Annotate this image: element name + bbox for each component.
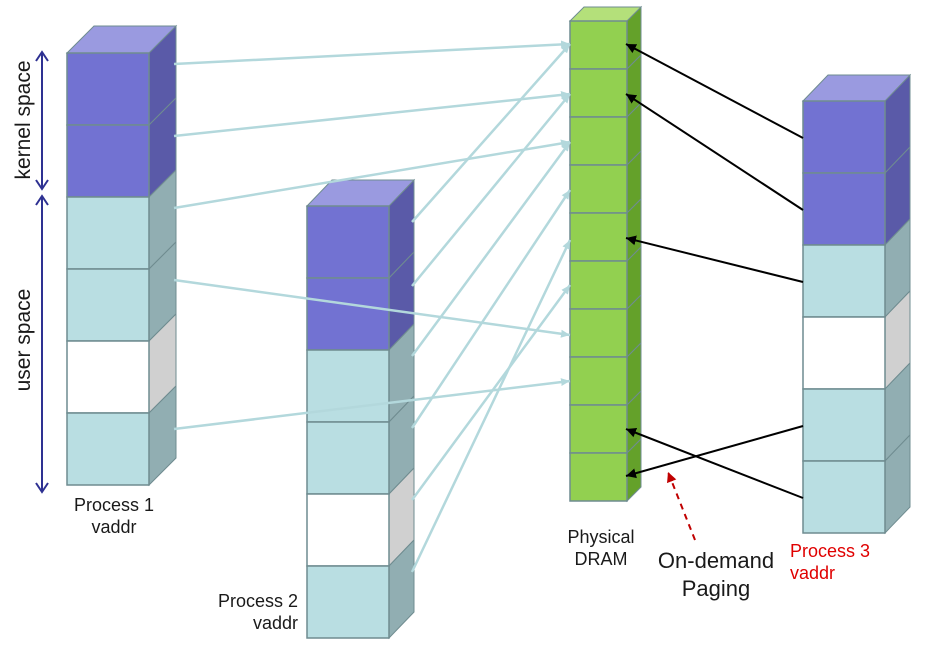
paging-arrow bbox=[667, 471, 696, 541]
user-space-bracket-arrow-down bbox=[35, 482, 49, 494]
p3-page4-arrow bbox=[625, 425, 804, 479]
process3-page-kernel-0 bbox=[802, 100, 886, 174]
process2-page-user-5 bbox=[306, 565, 390, 639]
dram-page-dram-3 bbox=[569, 164, 628, 214]
process3-page-user-5 bbox=[802, 460, 886, 534]
dram-page-dram-1 bbox=[569, 68, 628, 118]
process2-page-unmapped-4 bbox=[306, 493, 390, 567]
kernel-space-bracket-arrow-down bbox=[35, 179, 49, 191]
p1-page3-arrow bbox=[173, 278, 571, 338]
p3-page0-arrow bbox=[625, 43, 804, 139]
p3-page1-arrow bbox=[625, 93, 804, 211]
user-space-label: user space bbox=[12, 288, 35, 392]
process2-label: Process 2 vaddr bbox=[178, 590, 298, 634]
dram-label-line2: DRAM bbox=[574, 549, 628, 569]
p1-page1-arrow bbox=[173, 90, 571, 138]
process2-label-line2: vaddr bbox=[252, 613, 298, 633]
dram-page-dram-7 bbox=[569, 356, 628, 406]
process1-page-kernel-1 bbox=[66, 124, 150, 198]
mapping-arrows bbox=[173, 40, 804, 573]
process1-label: Process 1 vaddr bbox=[54, 494, 174, 538]
process3-page-unmapped-3 bbox=[802, 316, 886, 390]
process1-label-line1: Process 1 bbox=[73, 495, 155, 515]
process1-page-user-5 bbox=[66, 412, 150, 486]
process1-page-unmapped-4 bbox=[66, 340, 150, 414]
process2-page-kernel-1 bbox=[306, 277, 390, 351]
p1-page0-arrow bbox=[173, 40, 571, 66]
space-brackets bbox=[35, 50, 49, 494]
p1-page2-arrow bbox=[173, 139, 571, 210]
process1-page-user-2 bbox=[66, 196, 150, 270]
process3-label: Process 3 vaddr bbox=[790, 540, 910, 584]
p2-page0-arrow bbox=[411, 43, 571, 223]
process1-page-kernel-0 bbox=[66, 52, 150, 126]
process2-label-line1: Process 2 bbox=[217, 591, 298, 611]
process3-label-line2: vaddr bbox=[790, 563, 836, 583]
paging-label-line2: Paging bbox=[681, 576, 751, 601]
process1-label-line2: vaddr bbox=[91, 517, 137, 537]
process3-stack bbox=[801, 73, 912, 535]
dram-stack bbox=[568, 5, 643, 503]
process2-page-kernel-0 bbox=[306, 205, 390, 279]
process2-page-user-3 bbox=[306, 421, 390, 495]
p3-page5-arrow bbox=[625, 427, 804, 499]
process2-stack bbox=[305, 178, 416, 640]
kernel-space-label: kernel space bbox=[12, 60, 35, 180]
dram-page-dram-8 bbox=[569, 404, 628, 454]
dram-page-dram-9 bbox=[569, 452, 628, 502]
on-demand-paging-label: On-demand Paging bbox=[646, 547, 786, 603]
process3-page-kernel-1 bbox=[802, 172, 886, 246]
process1-page-user-3 bbox=[66, 268, 150, 342]
process3-page-user-2 bbox=[802, 244, 886, 318]
process1-stack bbox=[65, 24, 178, 487]
p2-page2-arrow bbox=[410, 141, 572, 357]
p2-page3-arrow bbox=[410, 189, 572, 429]
p2-page5-arrow bbox=[410, 239, 572, 573]
dram-page-dram-0 bbox=[569, 20, 628, 70]
p2-page1-arrow bbox=[411, 93, 571, 287]
dram-page-dram-4 bbox=[569, 212, 628, 262]
user-space-bracket-arrow-up bbox=[35, 194, 49, 206]
dram-label-line1: Physical bbox=[567, 527, 635, 547]
p3-page2-arrow bbox=[625, 235, 804, 283]
p1-page5-arrow bbox=[173, 378, 571, 431]
dram-page-dram-2 bbox=[569, 116, 628, 166]
p2-page4-arrow bbox=[410, 284, 572, 501]
dram-page-dram-5 bbox=[569, 260, 628, 310]
dram-page-dram-6 bbox=[569, 308, 628, 358]
kernel-space-bracket-arrow-up bbox=[35, 50, 49, 62]
process3-page-user-4 bbox=[802, 388, 886, 462]
dram-label: Physical DRAM bbox=[546, 526, 656, 570]
process3-label-line1: Process 3 bbox=[790, 541, 871, 561]
paging-label-line1: On-demand bbox=[657, 548, 775, 573]
